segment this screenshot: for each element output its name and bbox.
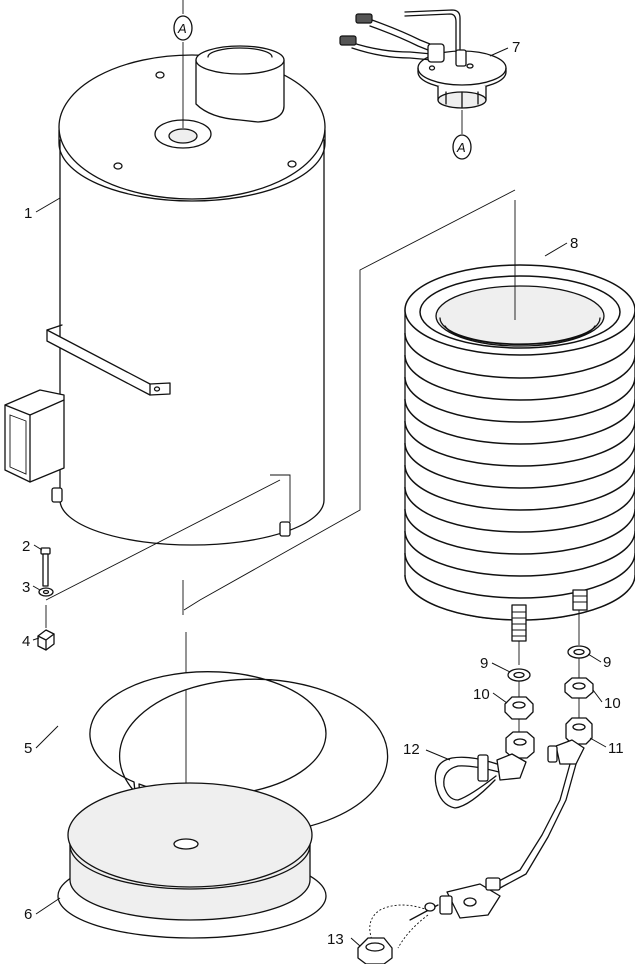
part-10-nut-left [504, 696, 534, 720]
outlet-axis-lines [518, 610, 580, 732]
part-2-bolt [40, 547, 51, 587]
connector-a-top: A [173, 0, 193, 41]
part-labels: 1 2 3 4 5 6 7 8 9 9 10 10 11 12 13 [22, 39, 624, 948]
label-part-10-left: 10 [473, 686, 490, 703]
bolt-guide-line [45, 479, 281, 628]
coil-guide-line-1 [183, 189, 516, 611]
part-7-burner [339, 9, 507, 109]
label-part-5: 5 [24, 740, 32, 757]
connector-a-bottom: A [452, 110, 472, 160]
label-part-3: 3 [22, 579, 30, 596]
label-part-13: 13 [327, 931, 344, 948]
label-part-10-right: 10 [604, 695, 621, 712]
part-9-washer-right [567, 645, 591, 659]
part-9-washer-left [507, 668, 531, 682]
leader-lines [32, 47, 607, 947]
svg-text:A: A [456, 140, 466, 155]
part-12-loop-pipe [434, 731, 535, 809]
part-11-elbow [496, 717, 593, 889]
label-part-12: 12 [403, 741, 420, 758]
label-part-11: 11 [608, 740, 624, 757]
label-part-6: 6 [24, 906, 32, 923]
label-part-9-right: 9 [603, 654, 611, 671]
part-13-cap-chain [357, 877, 501, 964]
label-part-1: 1 [24, 205, 32, 222]
part-3-washer [38, 587, 54, 597]
label-part-2: 2 [22, 538, 30, 555]
label-part-9-left: 9 [480, 655, 488, 672]
label-part-4: 4 [22, 633, 30, 650]
part-10-nut-right [564, 677, 594, 699]
label-part-8: 8 [570, 235, 578, 252]
part-8-coil [404, 264, 635, 642]
svg-text:A: A [177, 21, 187, 36]
label-part-7: 7 [512, 39, 520, 56]
part-4-nut [37, 629, 55, 651]
part-1-tank [4, 45, 326, 546]
part-6-base [57, 782, 327, 939]
